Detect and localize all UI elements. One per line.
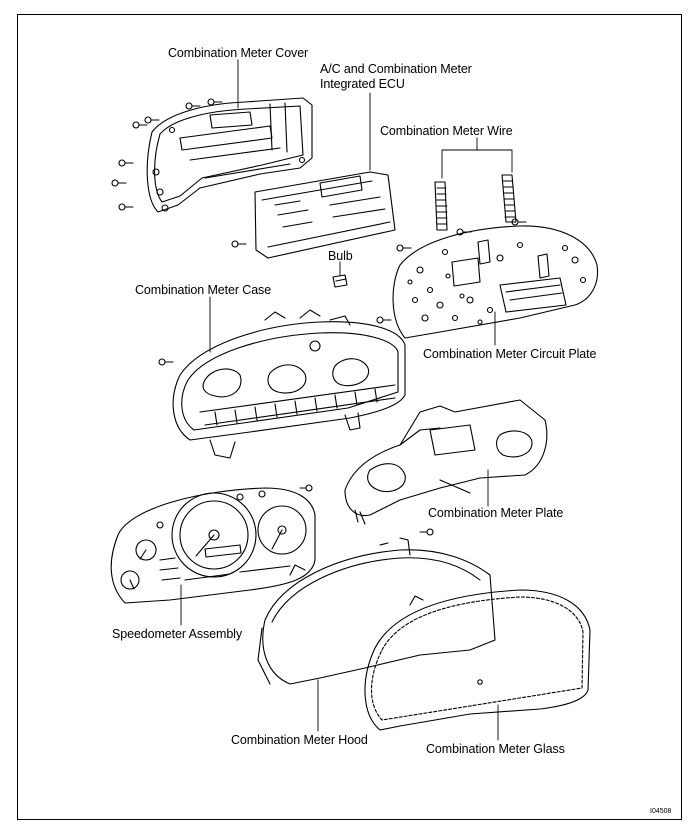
- label-combination-meter-plate: Combination Meter Plate: [428, 506, 564, 520]
- combination-meter-glass: [364, 589, 591, 731]
- bulb: [332, 274, 348, 288]
- combination-meter-case: [158, 309, 406, 459]
- diagram-frame: [17, 14, 682, 820]
- label-integrated-ecu-line1: A/C and Combination Meter: [320, 62, 472, 76]
- label-combination-meter-case: Combination Meter Case: [135, 283, 272, 297]
- label-combination-meter-glass: Combination Meter Glass: [426, 742, 565, 756]
- speedometer-assembly: [110, 487, 316, 604]
- label-combination-meter-hood: Combination Meter Hood: [231, 733, 368, 747]
- figure-code: I04508: [650, 808, 672, 815]
- label-speedometer-assembly: Speedometer Assembly: [112, 627, 243, 641]
- cover-screws: [111, 98, 223, 211]
- combination-meter-circuit-plate: [376, 218, 599, 339]
- integrated-ecu-board: [231, 171, 396, 259]
- combination-meter-hood: [257, 528, 496, 685]
- combination-meter-plate: [299, 399, 548, 525]
- leader-lines: [180, 59, 513, 741]
- combination-meter-cover: [146, 97, 313, 213]
- combination-meter-wire: [434, 174, 517, 231]
- label-integrated-ecu-line2: Integrated ECU: [320, 77, 405, 91]
- label-combination-meter-wire: Combination Meter Wire: [380, 124, 513, 138]
- label-bulb: Bulb: [328, 249, 353, 263]
- label-combination-meter-circuit-plate: Combination Meter Circuit Plate: [423, 347, 597, 361]
- label-combination-meter-cover: Combination Meter Cover: [168, 46, 309, 60]
